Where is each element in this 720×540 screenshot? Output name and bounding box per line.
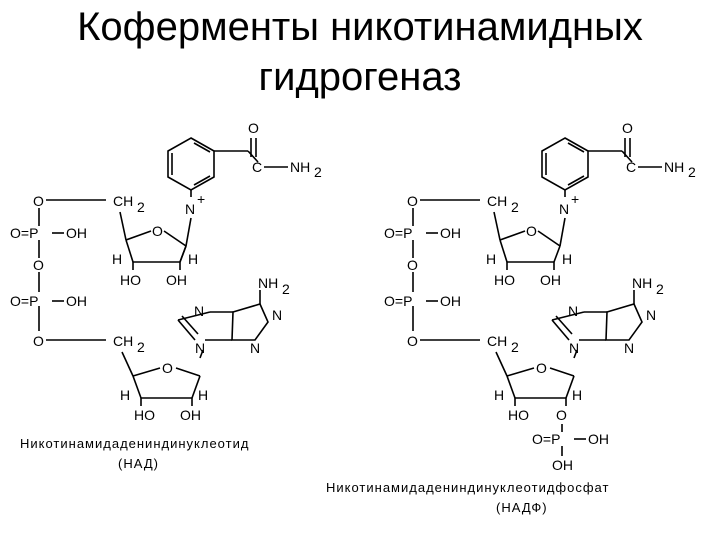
nad-pyridinium-charge: + (197, 191, 205, 207)
nadp-lower-ch-sub: 2 (511, 339, 519, 355)
nad-amide-nh-sub: 2 (314, 164, 322, 180)
nad-caption-name: Никотинамидадениндинуклеотид (20, 436, 249, 451)
nadp-adenine-n1: N (646, 307, 656, 323)
nad-upper-h-left: H (112, 251, 122, 267)
nadp-caption-abbr: (НАДФ) (496, 500, 548, 515)
nad-phosphate-2-oh: OH (66, 293, 87, 309)
nadp-pyridinium-charge: + (571, 191, 579, 207)
nadp-lower-h-right: H (572, 387, 582, 403)
nad-adenine-n3: N (250, 340, 260, 356)
nad-upper-ch-sub: 2 (137, 199, 145, 215)
nad-lower-ring-oxygen: O (162, 360, 173, 376)
slide-title-line-1: Коферменты никотинамидных (77, 5, 643, 49)
nadp-phosphate-1: O=P (384, 225, 412, 241)
nadp-structure: O C NH 2 N + O O=P OH O O=P OH O CH 2 (326, 120, 696, 515)
nad-upper-ch: CH (113, 193, 133, 209)
nadp-upper-phosphate-bonds (412, 199, 480, 341)
nadp-ester-oxygen-1: O (407, 193, 418, 209)
nadp-upper-h-right: H (562, 251, 572, 267)
nad-ester-oxygen-1: O (33, 193, 44, 209)
nadp-lower-ho: HO (508, 407, 529, 423)
nadp-upper-ring-oxygen: O (526, 223, 537, 239)
nad-phosphate-1: O=P (10, 225, 38, 241)
nad-lower-ch: CH (113, 333, 133, 349)
nadp-upper-ch: CH (487, 193, 507, 209)
nadp-phosphate-1-oh: OH (440, 225, 461, 241)
nad-bridge-oxygen: O (33, 257, 44, 273)
nad-lower-h-right: H (198, 387, 208, 403)
nad-structure: O C NH 2 N + O O=P OH O O=P OH O CH 2 (10, 120, 322, 471)
nadp-lower-ribose-bonds (495, 351, 586, 456)
nad-lower-ribose-bonds (121, 351, 201, 406)
nad-lower-ch-sub: 2 (137, 339, 145, 355)
nad-upper-ribose-bonds (119, 211, 192, 270)
nadp-phosphate-3-oh: OH (588, 431, 609, 447)
nad-adenine-bonds (177, 290, 269, 359)
nadp-amide-nh: NH (664, 159, 684, 175)
nad-pyridinium-n: N (185, 201, 195, 217)
nad-amide-nh: NH (290, 159, 310, 175)
nad-upper-ho: HO (120, 272, 141, 288)
nad-phosphate-1-oh: OH (66, 225, 87, 241)
nadp-amide-oxygen: O (622, 120, 633, 136)
slide-title-line-2: гидрогеназ (258, 55, 462, 99)
nadp-adenine-n7: N (568, 303, 578, 319)
nad-upper-phosphate-bonds (38, 199, 106, 341)
nadp-caption-name: Никотинамидадениндинуклеотидфосфат (326, 480, 609, 495)
nad-lower-h-left: H (120, 387, 130, 403)
nadp-upper-ho: HO (494, 272, 515, 288)
nadp-bridge-oxygen: O (407, 257, 418, 273)
nad-nicotinamide-ring (167, 137, 288, 197)
nadp-phosphate-3: O=P (532, 431, 560, 447)
nadp-upper-h-left: H (486, 251, 496, 267)
nadp-adenine-nh: NH (632, 275, 652, 291)
nad-upper-ring-oxygen: O (152, 223, 163, 239)
nadp-phosphate-2: O=P (384, 293, 412, 309)
nadp-upper-oh: OH (540, 272, 561, 288)
nadp-adenine-nh-sub: 2 (656, 281, 664, 297)
nad-upper-oh: OH (166, 272, 187, 288)
nadp-nicotinamide-ring (541, 137, 662, 197)
nadp-amide-carbon: C (626, 159, 636, 175)
nadp-amide-nh-sub: 2 (688, 164, 696, 180)
nad-adenine-n1: N (272, 307, 282, 323)
nadp-adenine-bonds (551, 290, 643, 359)
nad-adenine-nh: NH (258, 275, 278, 291)
nadp-ester-oxygen-2: O (407, 333, 418, 349)
nad-upper-h-right: H (188, 251, 198, 267)
nad-amide-carbon: C (252, 159, 262, 175)
nad-adenine-nh-sub: 2 (282, 281, 290, 297)
nad-adenine-n9: N (195, 340, 205, 356)
nadp-lower-ch: CH (487, 333, 507, 349)
nad-lower-ho: HO (134, 407, 155, 423)
nad-phosphate-2: O=P (10, 293, 38, 309)
nadp-upper-ribose-bonds (493, 211, 566, 270)
nadp-lower-ring-oxygen: O (536, 360, 547, 376)
nad-adenine-n7: N (194, 303, 204, 319)
nadp-pyridinium-n: N (559, 201, 569, 217)
nadp-lower-h-left: H (494, 387, 504, 403)
nad-ester-oxygen-2: O (33, 333, 44, 349)
nad-amide-oxygen: O (248, 120, 259, 136)
nadp-adenine-n3: N (624, 340, 634, 356)
nadp-adenine-n9: N (569, 340, 579, 356)
nadp-phosphate-2-oh: OH (440, 293, 461, 309)
nadp-phosphate-3-oh-lower: OH (552, 457, 573, 473)
nadp-lower-ester-oxygen: O (556, 407, 567, 423)
nad-lower-oh: OH (180, 407, 201, 423)
nad-caption-abbr: (НАД) (118, 456, 159, 471)
nadp-upper-ch-sub: 2 (511, 199, 519, 215)
